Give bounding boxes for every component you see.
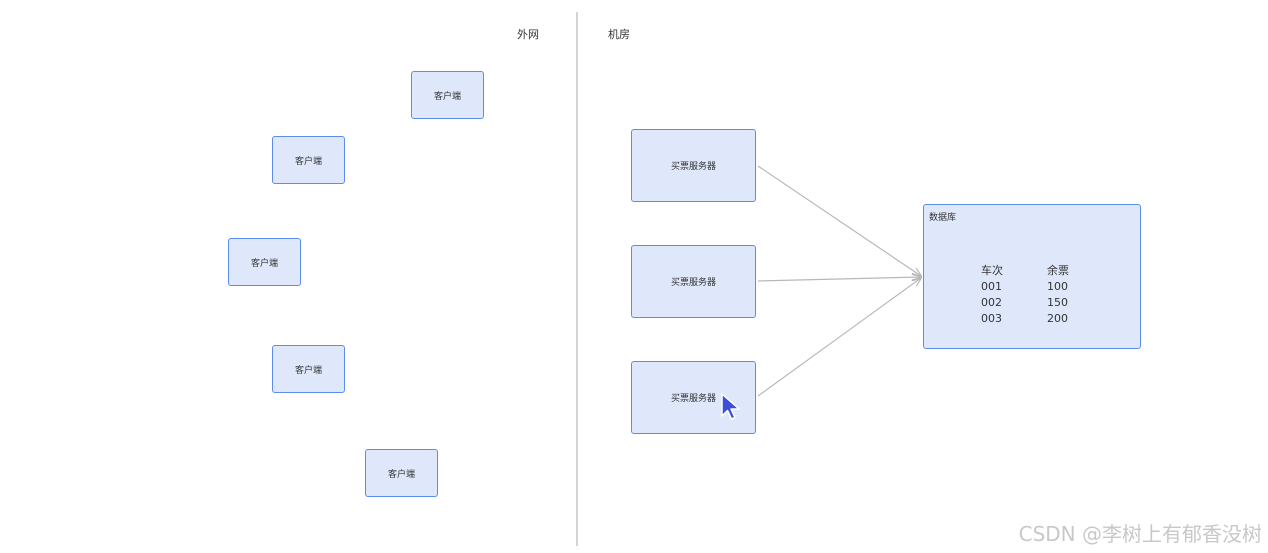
database-cell-remaining: 200 <box>1047 312 1068 325</box>
zone-label-external: 外网 <box>517 28 539 41</box>
client-node-2[interactable]: 客户端 <box>272 136 345 184</box>
database-row: 003 200 <box>981 311 1097 327</box>
server-node-2[interactable]: 买票服务器 <box>631 245 756 318</box>
server-node-label: 买票服务器 <box>670 394 716 404</box>
zone-label-datacenter: 机房 <box>608 28 630 41</box>
database-row: 002 150 <box>981 295 1097 311</box>
connector-server-3-to-database <box>757 278 921 397</box>
client-node-3[interactable]: 客户端 <box>228 238 301 286</box>
zone-divider <box>576 12 578 546</box>
server-node-label: 买票服务器 <box>670 278 716 288</box>
server-node-label: 买票服务器 <box>670 162 716 172</box>
client-node-label: 客户端 <box>250 258 278 269</box>
database-row: 001 100 <box>981 279 1097 295</box>
database-cell-train: 002 <box>981 296 1002 309</box>
connector-server-1-to-database <box>757 165 921 276</box>
connector-server-2-to-database <box>757 277 921 282</box>
database-cell-remaining: 100 <box>1047 280 1068 293</box>
client-node-label: 客户端 <box>294 365 322 376</box>
client-node-label: 客户端 <box>387 469 415 480</box>
database-header-remaining: 余票 <box>1047 264 1069 277</box>
client-node-4[interactable]: 客户端 <box>272 345 345 393</box>
mouse-pointer-icon <box>721 393 740 420</box>
database-cell-train: 001 <box>981 280 1002 293</box>
client-node-1[interactable]: 客户端 <box>411 71 484 119</box>
database-header-train: 车次 <box>981 264 1003 277</box>
database-node[interactable]: 数据库 车次 余票 001 100 002 150 003 200 <box>923 204 1141 349</box>
database-table: 车次 余票 001 100 002 150 003 200 <box>981 263 1097 327</box>
client-node-label: 客户端 <box>433 91 461 102</box>
database-header-row: 车次 余票 <box>981 263 1097 279</box>
client-node-5[interactable]: 客户端 <box>365 449 438 497</box>
watermark-text: CSDN @李树上有郁香没树 <box>1018 522 1262 546</box>
database-title: 数据库 <box>929 213 957 223</box>
server-node-3[interactable]: 买票服务器 <box>631 361 756 434</box>
database-cell-train: 003 <box>981 312 1002 325</box>
database-cell-remaining: 150 <box>1047 296 1068 309</box>
client-node-label: 客户端 <box>294 156 322 167</box>
server-node-1[interactable]: 买票服务器 <box>631 129 756 202</box>
